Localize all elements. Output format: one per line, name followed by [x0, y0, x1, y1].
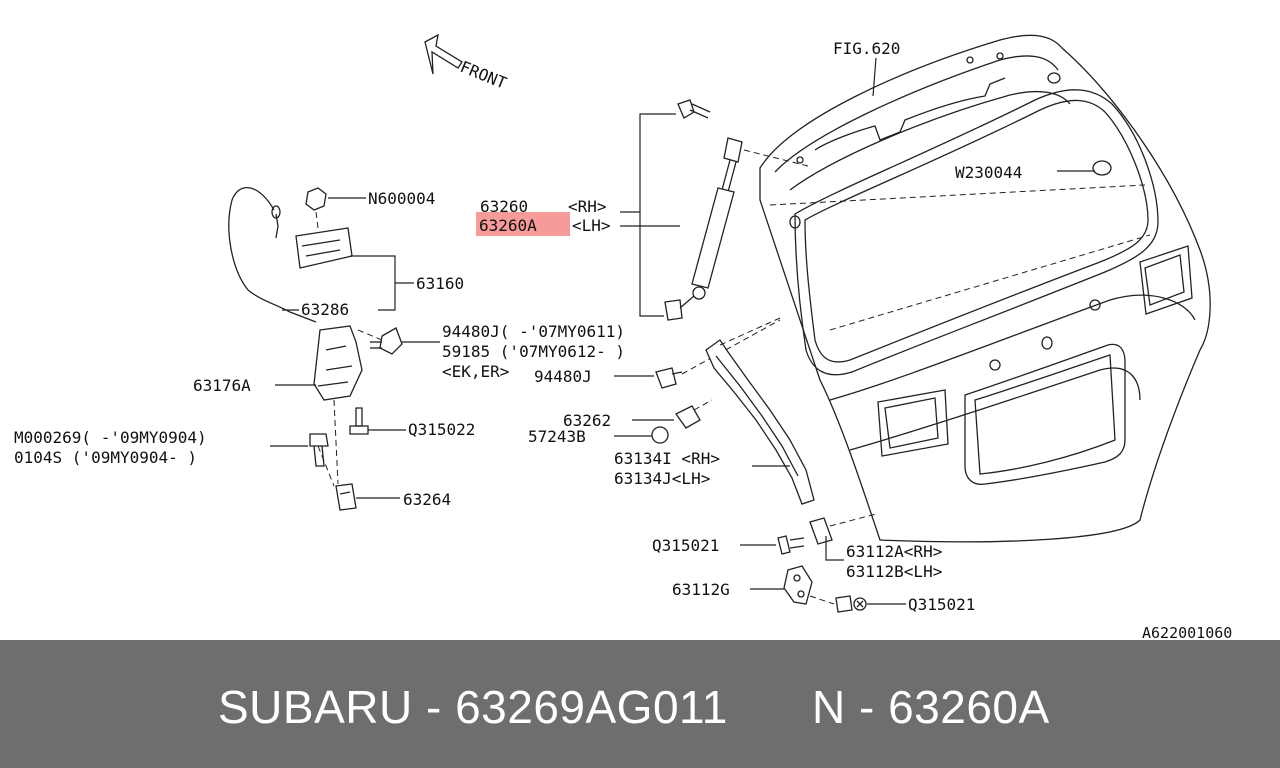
gas-stay-drawing	[664, 99, 809, 321]
label-63260: 63260	[480, 197, 528, 216]
parts-diagram: FRONT FIG.620	[14, 33, 1232, 640]
label-63260-rh: <RH>	[568, 197, 607, 216]
label-59185: 59185 ('07MY0612- )	[442, 342, 625, 361]
label-63286: 63286	[301, 300, 349, 319]
label-ek-er: <EK,ER>	[442, 362, 509, 381]
label-63264: 63264	[403, 490, 451, 509]
label-63112a: 63112A<RH>	[846, 542, 942, 561]
reference-part-number: N - 63260A	[812, 681, 1050, 733]
bumper-parts-drawing	[651, 319, 781, 444]
leader-63112ab	[825, 536, 844, 561]
label-63134i: 63134I <RH>	[614, 449, 720, 468]
label-63176a: 63176A	[193, 376, 251, 395]
fig-reference-label: FIG.620	[833, 39, 900, 58]
label-57243b: 57243B	[528, 427, 586, 446]
parts-diagram-area: FRONT FIG.620	[14, 33, 1233, 640]
label-n600004: N600004	[368, 189, 435, 208]
highlighted-part-box	[476, 212, 570, 236]
label-w230044: W230044	[955, 163, 1022, 182]
label-63262: 63262	[563, 411, 611, 430]
label-m000269: M000269( -'09MY0904)	[14, 428, 207, 447]
brand-part-number: SUBARU - 63269AG011	[218, 681, 728, 733]
label-q315021-b: Q315021	[908, 595, 975, 614]
label-63112b: 63112B<LH>	[846, 562, 942, 581]
label-0104s: 0104S ('09MY0904- )	[14, 448, 197, 467]
front-label: FRONT	[458, 57, 510, 93]
drawing-code: A622001060	[1142, 624, 1232, 640]
tailgate-door-drawing	[759, 34, 1211, 543]
label-63260a-lh: <LH>	[572, 216, 611, 235]
label-63134j: 63134J<LH>	[614, 469, 710, 488]
fig-reference-leader	[872, 57, 877, 97]
label-94480j-a: 94480J( -'07MY0611)	[442, 322, 625, 341]
front-arrow-icon	[424, 33, 463, 75]
label-94480j-b: 94480J	[534, 367, 592, 386]
lock-assembly-drawing	[228, 187, 403, 511]
leader-63260-top	[620, 113, 676, 213]
footer-bar: SUBARU - 63269AG011 N - 63260A	[0, 640, 1280, 768]
label-q315022: Q315022	[408, 420, 475, 439]
label-63112g: 63112G	[672, 580, 730, 599]
label-63160: 63160	[416, 274, 464, 293]
lower-striker-parts-drawing	[777, 513, 877, 613]
leader-63160	[350, 255, 396, 311]
label-63260a-highlighted: 63260A	[479, 216, 537, 235]
label-q315021-a: Q315021	[652, 536, 719, 555]
leader-63260-bottom	[639, 212, 664, 317]
side-trim-drawing	[705, 317, 815, 505]
